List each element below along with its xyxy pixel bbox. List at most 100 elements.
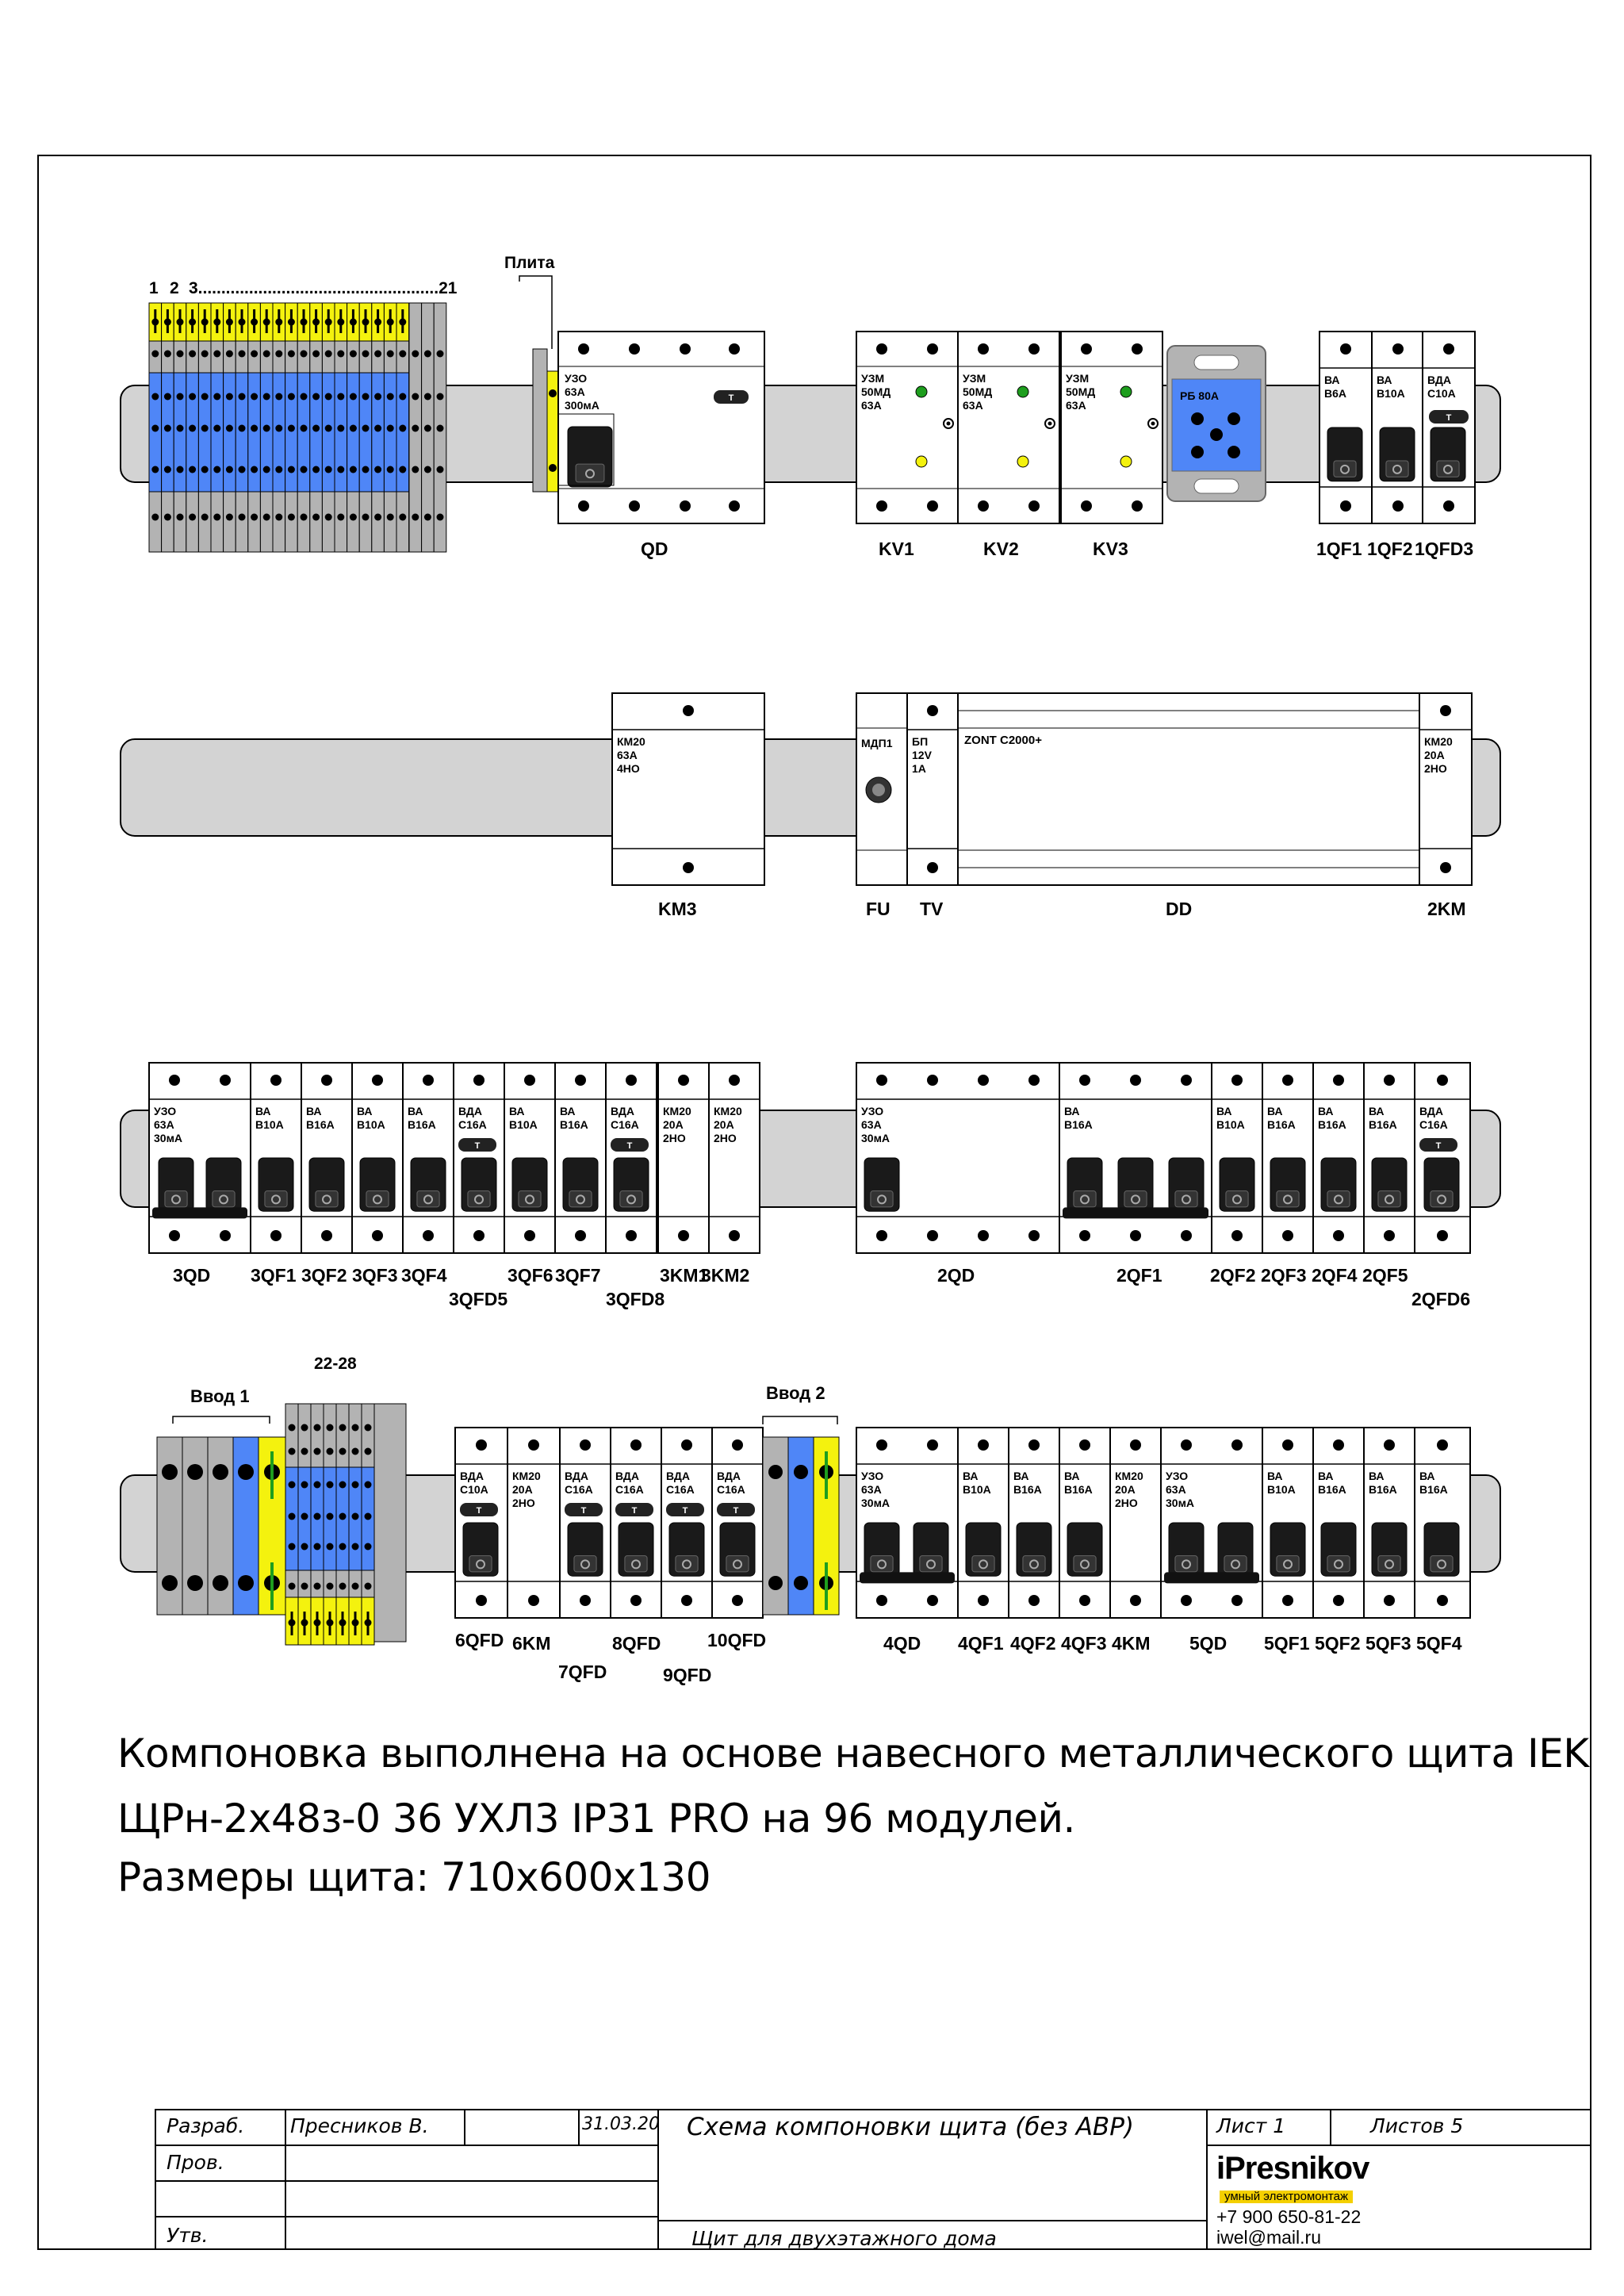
designation-3QD: 3QD: [173, 1265, 210, 1286]
terminal-screw: [436, 424, 444, 432]
terminal-screw: [287, 318, 295, 326]
terminal-screw: [1437, 1595, 1448, 1606]
terminal-screw: [313, 1582, 321, 1590]
input-terminal-2: [762, 1436, 840, 1616]
developer-label: Разраб.: [167, 2114, 245, 2137]
terminal-screw: [978, 500, 989, 512]
device-rating: КМ20: [714, 1105, 742, 1117]
test-button-label: T: [733, 1506, 739, 1516]
terminal-screw: [399, 466, 407, 473]
terminal-screw: [364, 1481, 372, 1489]
designation-10QFD: 10QFD: [707, 1630, 766, 1650]
designation-1QFD3: 1QFD3: [1415, 539, 1473, 559]
terminal-screw: [1191, 446, 1204, 458]
terminal-screw: [374, 513, 382, 521]
green-led: [1120, 385, 1132, 398]
terminal-screw: [176, 350, 184, 358]
terminal-screw: [163, 466, 171, 473]
terminal-screw: [312, 513, 320, 521]
terminal-screw: [162, 1464, 178, 1480]
terminal-screw: [349, 466, 357, 473]
terminal-screw: [176, 393, 184, 401]
designation-2KM: 2KM: [1427, 899, 1466, 919]
terminal-screw: [225, 513, 233, 521]
terminal-screw: [423, 393, 431, 401]
terminal-screw: [201, 466, 209, 473]
controller-DD: ZONT C2000+: [957, 692, 1420, 886]
terminal-screw: [300, 466, 308, 473]
terminal-screw: [1282, 1595, 1293, 1606]
device-rating: В16А: [1267, 1118, 1296, 1131]
terminal-screw: [1333, 1230, 1344, 1241]
toggle-handle: [1371, 1522, 1408, 1577]
device-rating: В16А: [1013, 1483, 1042, 1496]
terminal-screw: [176, 424, 184, 432]
green-led: [915, 385, 928, 398]
terminal-screw: [251, 466, 259, 473]
terminal-screw: [1340, 343, 1351, 355]
terminal-screw: [978, 1075, 989, 1086]
terminal-screw: [794, 1576, 808, 1590]
designation-5QF1: 5QF1: [1264, 1633, 1310, 1654]
designation-KV3: KV3: [1093, 539, 1128, 559]
terminal-screw: [629, 500, 640, 512]
terminal-screw: [1079, 1595, 1090, 1606]
device-rating: 30мА: [154, 1132, 182, 1144]
device-rating: ВДА: [1419, 1105, 1443, 1117]
terminal-screw: [189, 466, 197, 473]
terminal-screw: [213, 466, 221, 473]
device-rating: 63А: [963, 399, 983, 412]
terminal-screw: [927, 705, 938, 716]
terminal-screw: [1228, 412, 1240, 425]
terminal-screw: [301, 1424, 308, 1432]
device-rating: КМ20: [617, 735, 645, 748]
terminal-screw: [729, 343, 740, 355]
terminal-screw: [339, 1512, 347, 1520]
designation-2QD: 2QD: [937, 1265, 975, 1286]
terminal-screw: [399, 350, 407, 358]
terminal-screw: [412, 393, 419, 401]
device-rating: ВДА: [615, 1470, 639, 1482]
terminal-screw: [349, 350, 357, 358]
device-rating: 63А: [1066, 399, 1086, 412]
terminal-screw: [313, 1512, 321, 1520]
terminal-screw: [225, 424, 233, 432]
developer-name: Пресников В.: [290, 2114, 429, 2137]
input-2-label: Ввод 2: [766, 1383, 825, 1403]
terminal-screw: [399, 393, 407, 401]
terminal-screw: [220, 1075, 231, 1086]
terminal-screw: [351, 1582, 359, 1590]
terminal-screw: [162, 1575, 178, 1591]
terminal-screw: [1132, 500, 1143, 512]
terminal-screw: [927, 862, 938, 873]
terminal-screw: [287, 466, 295, 473]
terminal-screw: [386, 424, 394, 432]
terminal-screw: [580, 1595, 591, 1606]
terminal-screw: [313, 1424, 321, 1432]
device-rating: 20А: [512, 1483, 533, 1496]
terminal-screw: [927, 1439, 938, 1451]
terminal-screw: [262, 350, 270, 358]
device-rating: ВА: [1318, 1105, 1334, 1117]
toggle-handle: [562, 1157, 599, 1212]
terminal-screw: [324, 350, 332, 358]
toggle-handle: [719, 1522, 756, 1577]
terminal-screw: [680, 343, 691, 355]
terminal-screw: [163, 513, 171, 521]
toggle-handle: [1168, 1522, 1205, 1577]
terminal-screw: [578, 343, 589, 355]
toggle-handle: [864, 1522, 900, 1577]
terminal-screw: [386, 466, 394, 473]
terminal-screw: [270, 1075, 282, 1086]
terminal-screw: [225, 350, 233, 358]
terminal-screw: [201, 350, 209, 358]
terminal-screw: [275, 513, 283, 521]
